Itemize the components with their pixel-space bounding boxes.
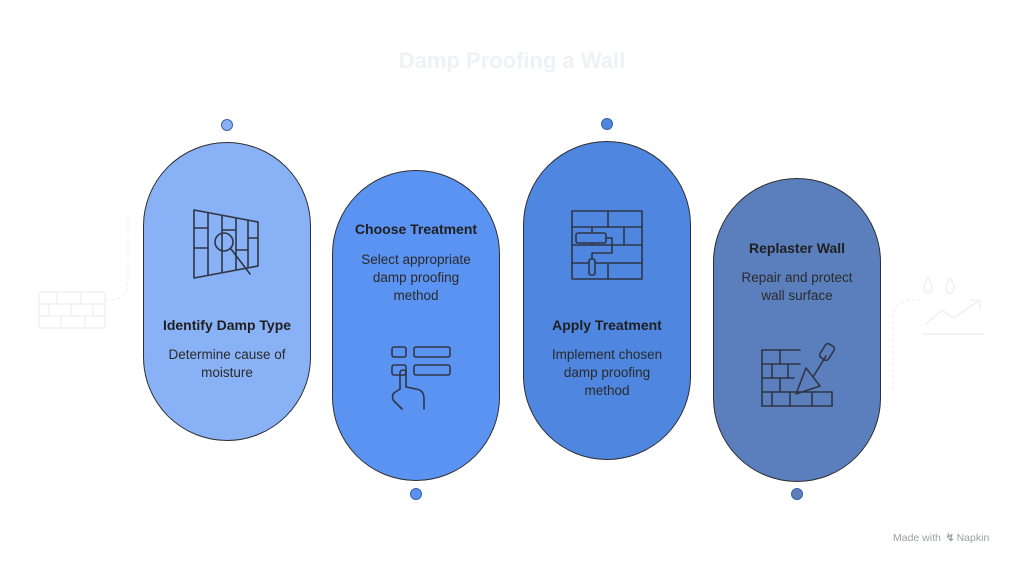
napkin-logo-icon: ↯ bbox=[945, 532, 955, 544]
step-2-pill bbox=[332, 170, 500, 481]
paint-roller-wall-icon bbox=[571, 210, 643, 280]
step-3-desc-line-1: Implement chosen bbox=[551, 347, 663, 362]
damp-stone-wall-icon bbox=[38, 291, 106, 329]
hand-selecting-options-icon bbox=[391, 346, 451, 410]
step-2-title: Choose Treatment bbox=[354, 221, 478, 237]
step-2-desc-line-1: Select appropriate bbox=[361, 252, 471, 267]
step-3-desc-line-2: damp proofing bbox=[563, 365, 651, 380]
step-1-desc-line-2: moisture bbox=[201, 365, 253, 380]
credit-brand: Napkin bbox=[956, 532, 990, 544]
diagram-title: Damp Proofing a Wall bbox=[398, 48, 626, 73]
step-4-pill bbox=[713, 178, 881, 482]
brick-wall-trowel-icon bbox=[761, 342, 836, 407]
credit-text: Made with bbox=[893, 532, 941, 544]
step-1-desc-line-1: Determine cause of bbox=[168, 347, 286, 362]
step-4-title: Replaster Wall bbox=[749, 240, 845, 256]
step-3-desc-line-3: method bbox=[584, 383, 630, 398]
made-with-napkin-credit[interactable]: Made with ↯Napkin bbox=[893, 532, 989, 544]
step-1-pill bbox=[143, 142, 311, 441]
damp-wall-magnifier-icon bbox=[193, 209, 259, 279]
step-4-marker-dot bbox=[791, 488, 803, 500]
step-3-title: Apply Treatment bbox=[552, 317, 662, 333]
step-2-desc-line-2: damp proofing bbox=[372, 270, 460, 285]
step-2-marker-dot bbox=[410, 488, 422, 500]
step-1-marker-dot bbox=[221, 119, 233, 131]
step-1-title: Identify Damp Type bbox=[162, 317, 292, 333]
step-3-pill bbox=[523, 141, 691, 460]
step-3-marker-dot bbox=[601, 118, 613, 130]
step-4-desc-line-2: wall surface bbox=[761, 288, 833, 303]
water-drops-trend-icon bbox=[922, 276, 984, 335]
step-4-desc-line-1: Repair and protect bbox=[741, 270, 853, 285]
step-2-desc-line-3: method bbox=[393, 288, 439, 303]
